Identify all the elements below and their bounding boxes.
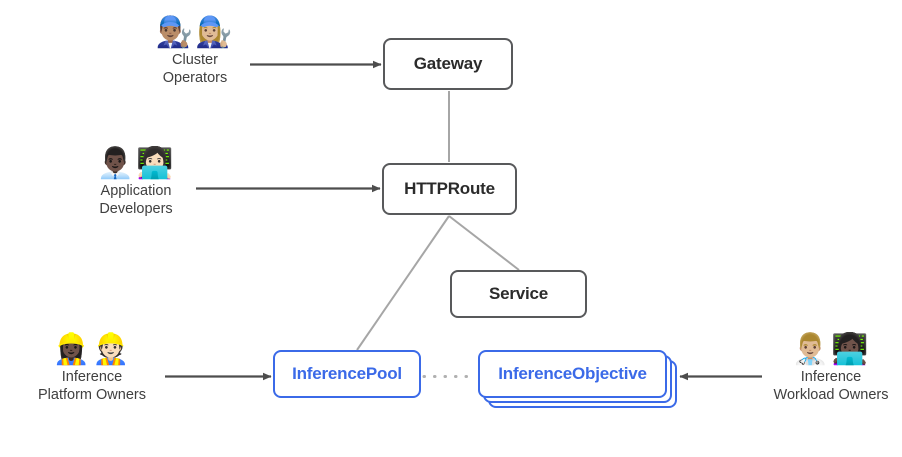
actor-cluster-operators: 👨🏽‍🔧👩🏼‍🔧 Cluster Operators xyxy=(130,16,260,87)
actor-inference-workload-owners: 👨🏼‍⚕️👩🏿‍💻 Inference Workload Owners xyxy=(766,333,896,404)
node-httproute-label: HTTPRoute xyxy=(404,179,495,198)
node-service[interactable]: Service xyxy=(450,270,587,318)
health-worker-and-technologist-icon: 👨🏼‍⚕️👩🏿‍💻 xyxy=(791,333,871,366)
node-gateway[interactable]: Gateway xyxy=(383,38,513,90)
node-inferenceobjective-stack[interactable]: InferenceObjective xyxy=(478,350,678,410)
node-inferencepool-label: InferencePool xyxy=(292,364,402,383)
edge-httproute-to-inferencepool xyxy=(356,215,450,351)
actor-cluster-operators-label: Cluster Operators xyxy=(162,52,228,86)
mechanic-pair-icon: 👨🏽‍🔧👩🏼‍🔧 xyxy=(155,16,235,49)
node-inferenceobjective[interactable]: InferenceObjective xyxy=(478,350,667,398)
node-gateway-label: Gateway xyxy=(413,54,483,73)
node-inferencepool[interactable]: InferencePool xyxy=(273,350,421,398)
actor-inference-platform-owners: 👷🏿‍♀️👷🏻 Inference Platform Owners xyxy=(18,333,166,404)
actor-application-developers: 👨🏿‍💼👩🏻‍💻 Application Developers xyxy=(62,147,210,218)
actor-application-developers-label: Application Developers xyxy=(99,183,173,217)
node-inferenceobjective-label: InferenceObjective xyxy=(498,364,647,383)
construction-worker-pair-icon: 👷🏿‍♀️👷🏻 xyxy=(52,333,132,366)
office-worker-and-technologist-icon: 👨🏿‍💼👩🏻‍💻 xyxy=(96,147,176,180)
actor-inference-platform-owners-label: Inference Platform Owners xyxy=(38,369,146,403)
node-httproute[interactable]: HTTPRoute xyxy=(382,163,517,215)
edge-httproute-to-service xyxy=(448,215,520,271)
node-service-label: Service xyxy=(488,284,549,303)
actor-inference-workload-owners-label: Inference Workload Owners xyxy=(773,369,889,403)
